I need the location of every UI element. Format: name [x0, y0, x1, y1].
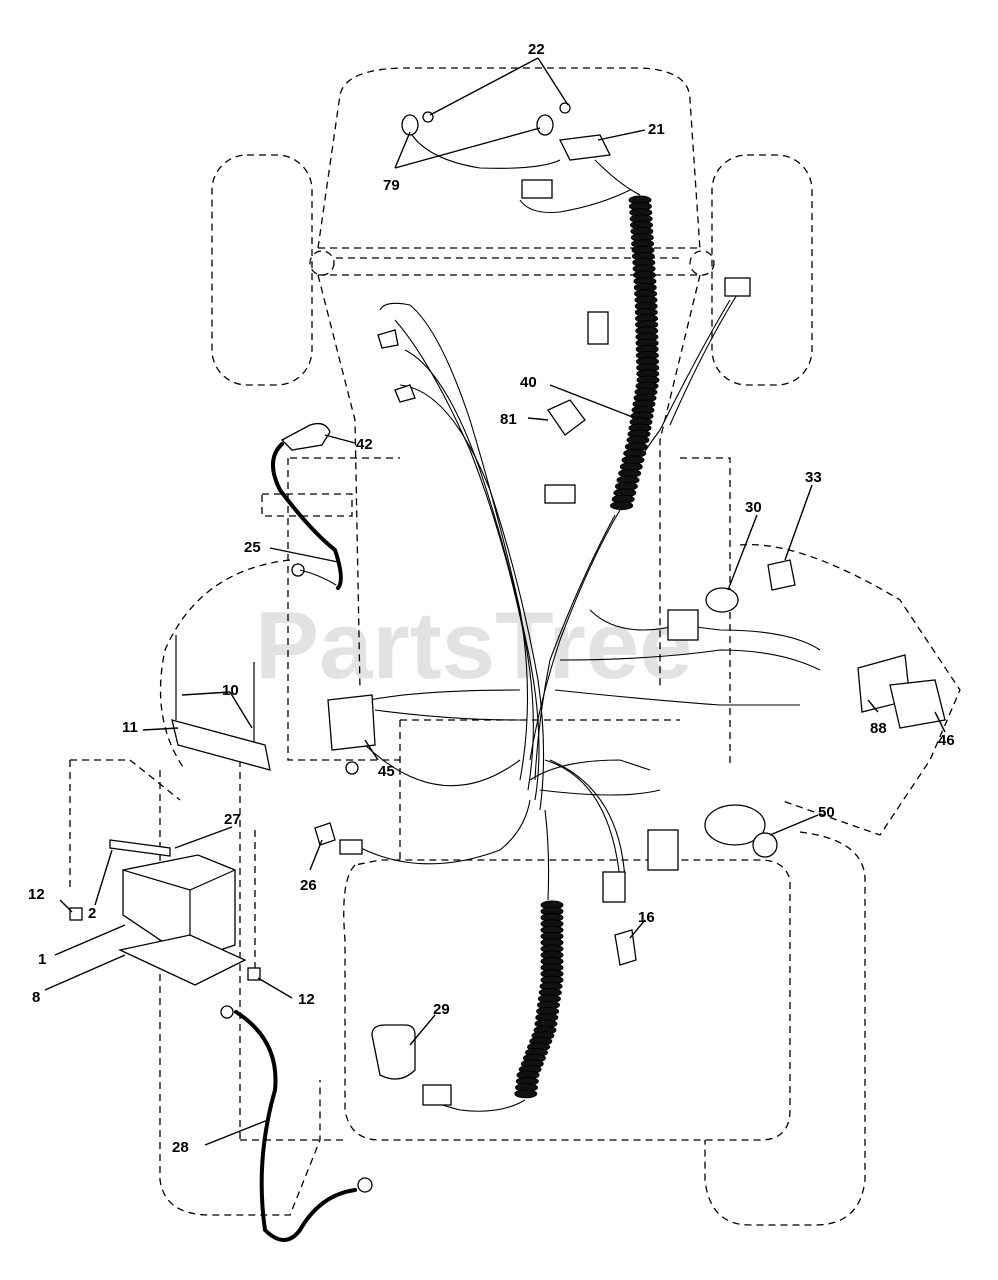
- callout-16: 16: [638, 909, 655, 926]
- conduit-ring: [514, 1089, 538, 1099]
- callout-26: 26: [300, 877, 317, 894]
- callout-28: 28: [172, 1139, 189, 1156]
- callout-30: 30: [745, 499, 762, 516]
- callout-8: 8: [32, 989, 40, 1006]
- tractor-outline: [69, 67, 961, 1226]
- callout-labels: 22 21 79 40 81 42 25 33 30 10 11 45 88 4…: [28, 41, 955, 1156]
- callout-79: 79: [383, 177, 400, 194]
- callout-10: 10: [222, 682, 239, 699]
- callout-42: 42: [356, 436, 373, 453]
- callout-1: 1: [38, 951, 46, 968]
- callout-12-upper: 12: [28, 886, 45, 903]
- callout-11: 11: [122, 719, 138, 736]
- conduit-ring: [610, 501, 634, 511]
- callout-40: 40: [520, 374, 537, 391]
- watermark: PartsTree: [255, 592, 693, 699]
- callout-46: 46: [938, 732, 955, 749]
- callout-33: 33: [805, 469, 822, 486]
- callout-leaders: [44, 57, 946, 1146]
- parts: [69, 102, 946, 1242]
- callout-50: 50: [818, 804, 835, 821]
- callout-88: 88: [870, 720, 887, 737]
- callout-2: 2: [88, 905, 96, 922]
- callout-45: 45: [378, 763, 395, 780]
- harness-conduit-upper: [610, 195, 660, 511]
- callout-29: 29: [433, 1001, 450, 1018]
- callout-27: 27: [224, 811, 241, 828]
- callout-81: 81: [500, 411, 517, 428]
- callout-25: 25: [244, 539, 261, 556]
- callout-12-lower: 12: [298, 991, 315, 1008]
- callout-21: 21: [648, 121, 665, 138]
- harness-conduit-lower: [514, 900, 564, 1099]
- callout-22: 22: [528, 41, 545, 58]
